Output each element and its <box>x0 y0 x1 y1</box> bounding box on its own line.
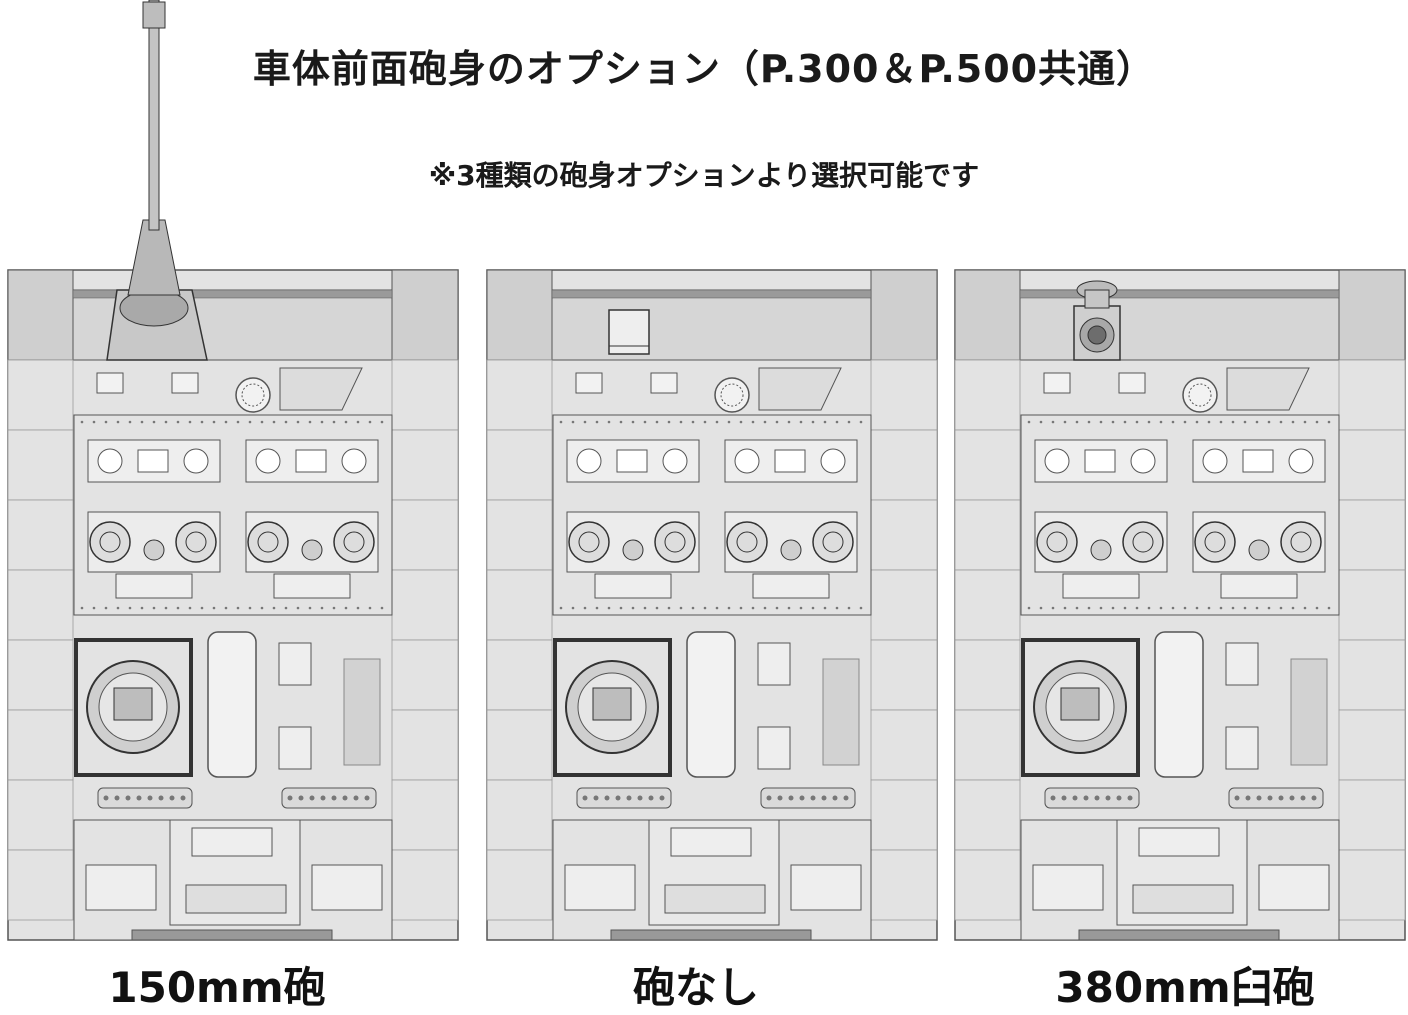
caption-no-gun: 砲なし <box>632 963 759 1012</box>
hull-view-380mm-mortar <box>949 240 1408 945</box>
hull-view-no-gun <box>481 240 951 945</box>
page-subtitle: ※3種類の砲身オプションより選択可能です <box>428 159 980 192</box>
hull-drawing <box>954 269 1406 941</box>
hull-drawing <box>7 0 459 941</box>
caption-380mm-mortar: 380mm臼砲 <box>1055 963 1315 1012</box>
page-title: 車体前面砲身のオプション（P.300＆P.500共通） <box>252 47 1156 91</box>
caption-150mm-cannon: 150mm砲 <box>108 963 326 1012</box>
hull-drawing <box>486 269 938 941</box>
hull-view-150mm-cannon <box>2 0 472 945</box>
